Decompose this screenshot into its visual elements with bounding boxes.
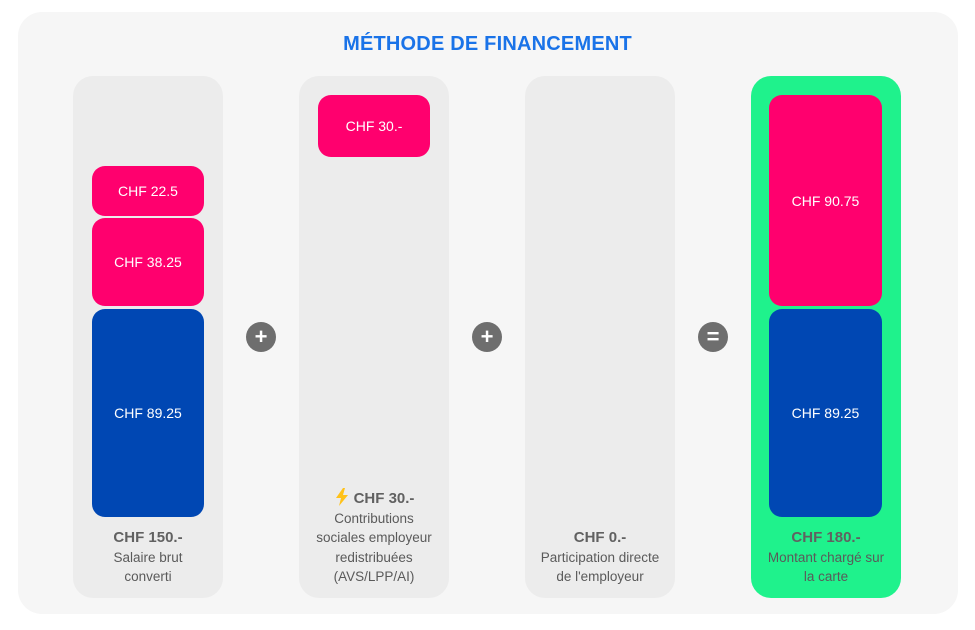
column-total-row: CHF 30.- xyxy=(299,488,449,509)
caption-line: sociales employeur xyxy=(316,530,432,545)
segment-card-1: CHF 90.75 xyxy=(769,95,882,306)
plus-icon: + xyxy=(472,322,502,352)
column-caption: CHF 30.- Contributions sociales employeu… xyxy=(299,488,449,587)
caption-line: converti xyxy=(124,569,172,584)
column-total: CHF 30.- xyxy=(353,490,415,507)
lightning-icon xyxy=(335,488,348,506)
caption-line: Montant chargé sur xyxy=(767,549,885,565)
caption-line: Contributions xyxy=(334,510,414,526)
plus-icon: + xyxy=(246,322,276,352)
column-total: CHF 0.- xyxy=(573,529,627,546)
caption-line: redistribuées xyxy=(335,549,413,565)
column-caption: CHF 0.- Participation directe de l'emplo… xyxy=(525,528,675,587)
caption-line: de l'employeur xyxy=(556,569,644,584)
segment-card-2: CHF 89.25 xyxy=(769,309,882,517)
column-caption: CHF 180.- Montant chargé sur la carte xyxy=(751,528,901,587)
caption-line: (AVS/LPP/AI) xyxy=(333,569,415,584)
column-total: CHF 180.- xyxy=(791,529,861,546)
caption-line: Participation directe xyxy=(540,549,660,565)
chart-title: MÉTHODE DE FINANCEMENT xyxy=(343,33,632,55)
column-total: CHF 150.- xyxy=(113,529,183,546)
column-card-amount: CHF 90.75 CHF 89.25 CHF 180.- Montant ch… xyxy=(751,76,901,598)
segment-contributions-1: CHF 30.- xyxy=(318,95,430,157)
caption-line: la carte xyxy=(803,569,849,584)
equals-icon: = xyxy=(698,322,728,352)
caption-line: Salaire brut xyxy=(113,549,183,565)
segment-salary-1: CHF 22.5 xyxy=(92,166,204,216)
segment-salary-3: CHF 89.25 xyxy=(92,309,204,517)
segment-salary-2: CHF 38.25 xyxy=(92,218,204,306)
column-employer-participation: CHF 0.- Participation directe de l'emplo… xyxy=(525,76,675,598)
column-contributions: CHF 30.- CHF 30.- Contributions sociales… xyxy=(299,76,449,598)
column-salary: CHF 22.5 CHF 38.25 CHF 89.25 CHF 150.- S… xyxy=(73,76,223,598)
column-caption: CHF 150.- Salaire brut converti xyxy=(73,528,223,587)
